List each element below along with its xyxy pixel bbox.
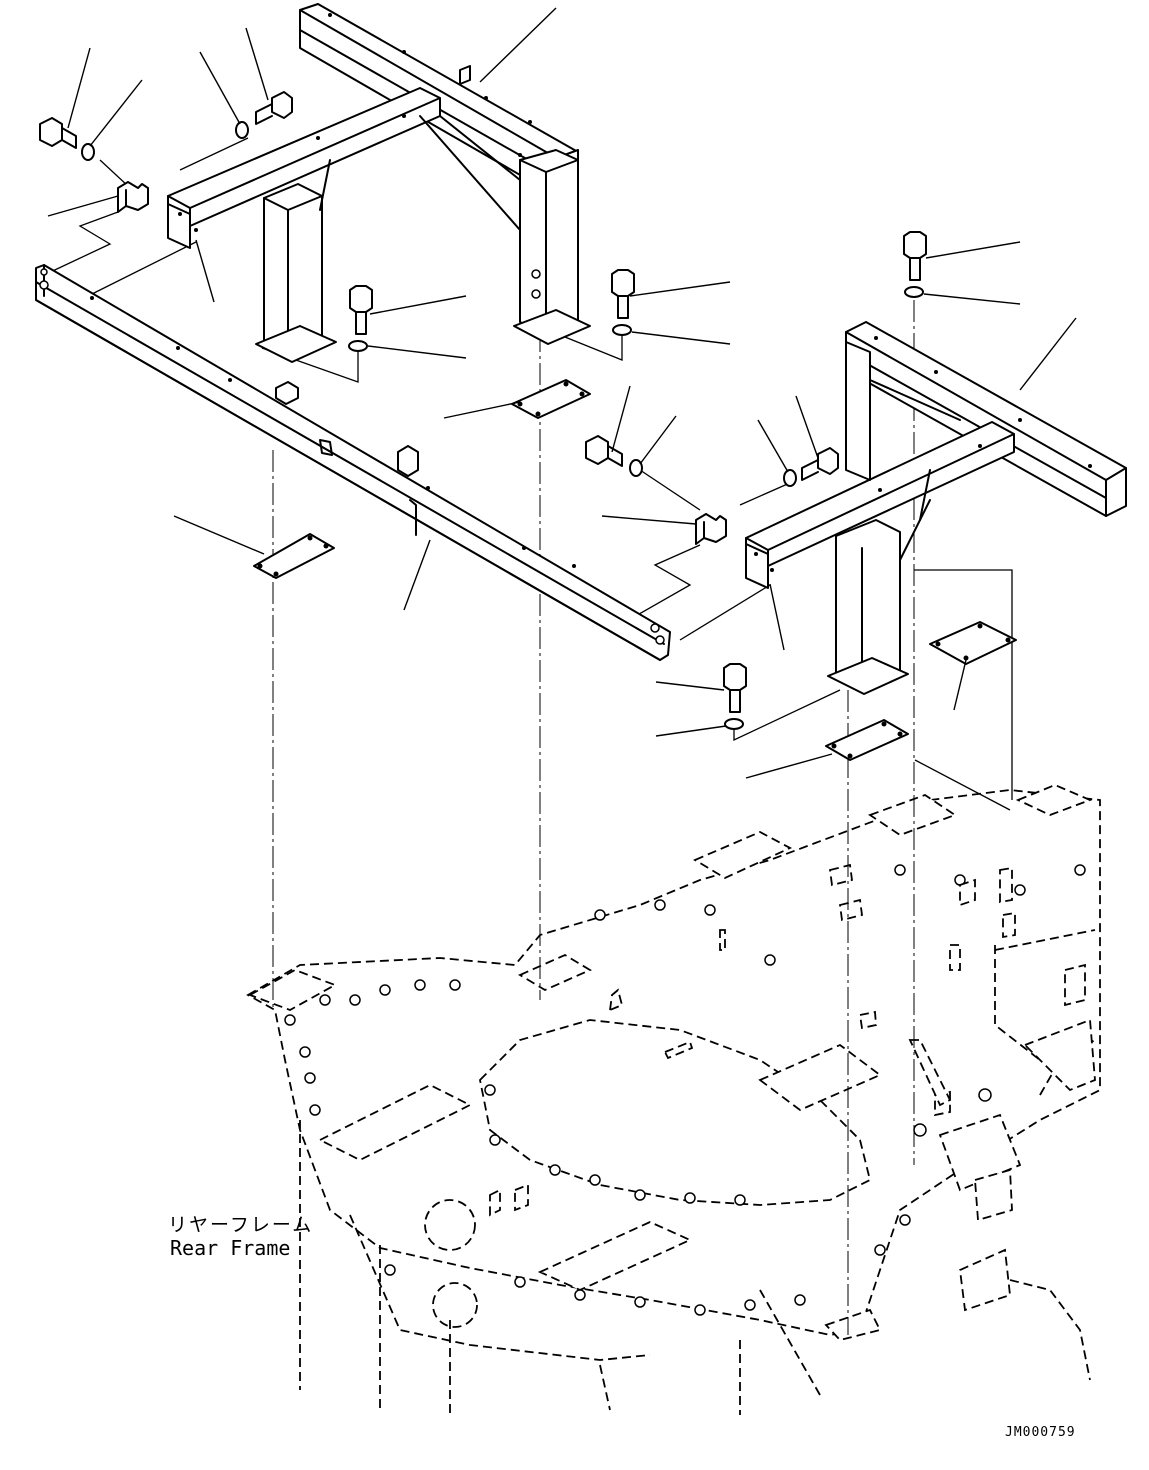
long-beam — [35, 264, 671, 661]
rear-frame-brackets — [247, 863, 1096, 1342]
drawing-number: JM000759 — [1005, 1425, 1076, 1440]
rear-frame-label-jp: リヤーフレーム — [168, 1214, 314, 1236]
alignment-lines — [41, 137, 1013, 1335]
leader-lines — [47, 7, 1077, 779]
washers — [81, 121, 924, 730]
bolts — [39, 91, 927, 713]
rear-frame-outline — [246, 784, 1101, 1415]
left-stand — [167, 3, 591, 363]
clamp-brackets — [117, 181, 727, 545]
right-stand — [745, 321, 1127, 695]
shim-plates — [253, 379, 1017, 761]
rear-frame-bolt-holes — [284, 864, 1087, 1316]
rear-frame-label-en: Rear Frame — [170, 1236, 291, 1260]
